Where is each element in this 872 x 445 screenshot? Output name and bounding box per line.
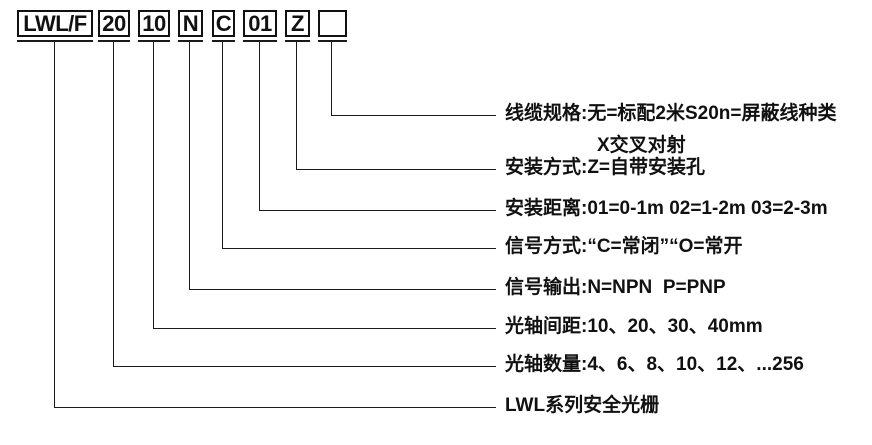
legend-series: LWL系列安全光栅 — [505, 395, 660, 416]
connector-signal-output — [189, 42, 496, 290]
underbar-axis-pitch — [138, 40, 170, 42]
legend-mounting: 安装方式:Z=自带安装孔 — [505, 157, 706, 178]
legend-cable-spec: 线缆规格:无=标配2米S20n=屏蔽线种类 — [505, 103, 837, 124]
connector-series — [54, 42, 496, 408]
code-box-signal-mode: C — [212, 10, 235, 37]
code-box-cable-spec — [318, 10, 347, 37]
underbar-axis-count — [98, 40, 130, 42]
underbar-series — [17, 40, 93, 42]
code-box-axis-count: 20 — [98, 10, 130, 37]
underbar-distance — [243, 40, 277, 42]
underbar-signal-mode — [212, 40, 235, 42]
legend-signal-mode: 信号方式:“C=常闭”“O=常开 — [505, 236, 743, 257]
underbar-cable-spec — [318, 40, 347, 42]
connector-mounting — [296, 42, 496, 170]
connector-distance — [259, 42, 496, 211]
code-box-distance: 01 — [243, 10, 277, 37]
code-box-mounting: Z — [285, 10, 310, 37]
legend-axis-count: 光轴数量:4、6、8、10、12、...256 — [505, 354, 804, 375]
connector-axis-count — [113, 42, 496, 367]
underbar-mounting — [285, 40, 310, 42]
connector-cable-spec — [331, 42, 496, 116]
connector-signal-mode — [222, 42, 496, 249]
code-box-series: LWL/F — [17, 10, 93, 37]
connector-axis-pitch — [153, 42, 496, 329]
legend-signal-output: 信号输出:N=NPN P=PNP — [505, 277, 726, 298]
code-box-signal-output: N — [178, 10, 203, 37]
code-box-axis-pitch: 10 — [138, 10, 170, 37]
legend-distance: 安装距离:01=0-1m 02=1-2m 03=2-3m — [505, 198, 828, 219]
legend-axis-pitch: 光轴间距:10、20、30、40mm — [505, 316, 763, 337]
legend-cable-spec-line2: X交叉对射 — [597, 135, 686, 156]
underbar-signal-output — [178, 40, 203, 42]
